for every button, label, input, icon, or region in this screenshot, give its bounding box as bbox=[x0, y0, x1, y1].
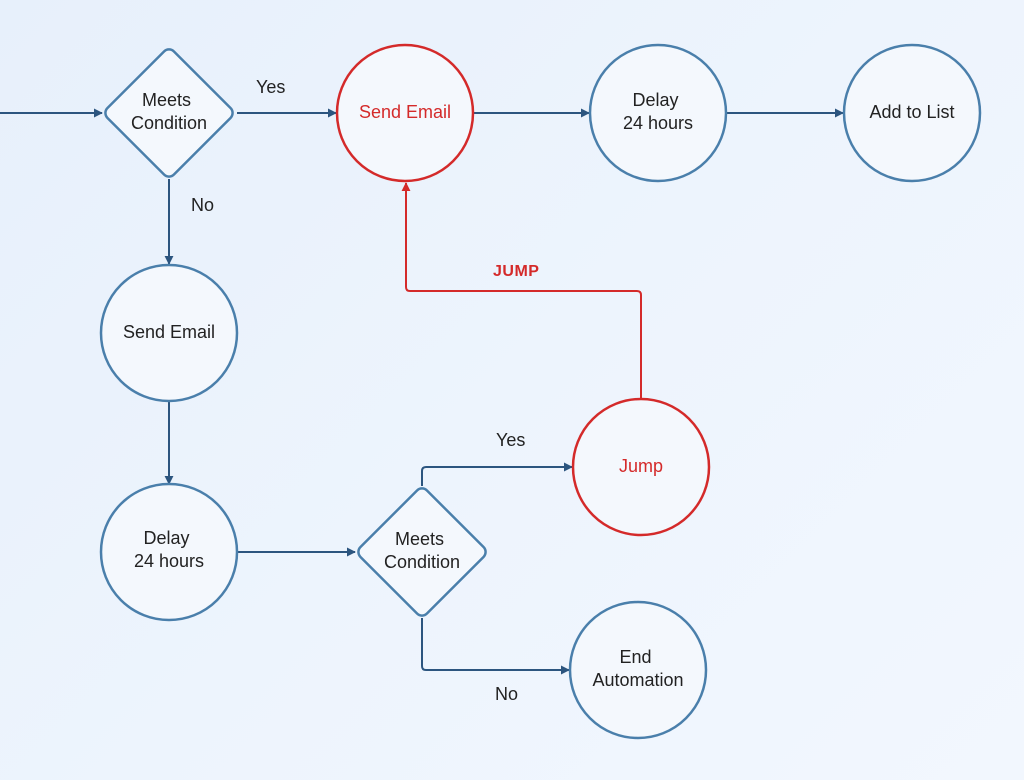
node-label: Delay 24 hours bbox=[134, 528, 204, 571]
node-label: Meets Condition bbox=[131, 90, 207, 133]
node-label-line: 24 hours bbox=[623, 113, 693, 133]
node-label-line: Delay bbox=[632, 90, 678, 110]
edge-label-yes-top: Yes bbox=[256, 77, 285, 97]
node-label: Meets Condition bbox=[384, 529, 460, 572]
edge-label-no-bottom: No bbox=[495, 684, 518, 704]
node-label-line: Automation bbox=[592, 670, 683, 690]
node-label-line: Meets bbox=[395, 529, 444, 549]
node-delay-top[interactable]: Delay 24 hours bbox=[588, 43, 728, 183]
node-label: Send Email bbox=[123, 322, 215, 342]
edge-label-jump: JUMP bbox=[493, 263, 539, 280]
node-label: Add to List bbox=[869, 102, 954, 122]
edge-condition-no-to-end[interactable] bbox=[421, 618, 570, 675]
edges bbox=[0, 108, 844, 675]
node-label-line: Send Email bbox=[123, 322, 215, 342]
node-label-line: Add to List bbox=[869, 102, 954, 122]
node-meets-condition-top[interactable]: Meets Condition bbox=[103, 47, 236, 180]
node-label-line: Jump bbox=[619, 456, 663, 476]
edge-jump-to-send-email[interactable] bbox=[401, 182, 642, 399]
node-label: Delay 24 hours bbox=[623, 90, 693, 133]
node-label: Send Email bbox=[359, 102, 451, 122]
node-label-line: Meets bbox=[142, 90, 191, 110]
node-add-to-list[interactable]: Add to List bbox=[842, 43, 982, 183]
node-meets-condition-bottom[interactable]: Meets Condition bbox=[356, 486, 489, 619]
node-label-line: End bbox=[619, 647, 651, 667]
node-send-email-left[interactable]: Send Email bbox=[99, 263, 239, 403]
edge-label-yes-bottom: Yes bbox=[496, 430, 525, 450]
node-delay-bottom[interactable]: Delay 24 hours bbox=[99, 482, 239, 622]
node-label-line: Condition bbox=[384, 552, 460, 572]
edge-labels: Yes No JUMP Yes No bbox=[191, 77, 539, 704]
node-label-line: 24 hours bbox=[134, 551, 204, 571]
node-label-line: Delay bbox=[143, 528, 189, 548]
edge-label-no-top: No bbox=[191, 195, 214, 215]
node-label: End Automation bbox=[592, 647, 683, 690]
node-send-email-highlighted[interactable]: Send Email bbox=[335, 43, 475, 183]
node-label: Jump bbox=[619, 456, 663, 476]
node-label-line: Condition bbox=[131, 113, 207, 133]
node-label-line: Send Email bbox=[359, 102, 451, 122]
node-jump[interactable]: Jump bbox=[571, 397, 711, 537]
node-end-automation[interactable]: End Automation bbox=[568, 600, 708, 740]
edge-condition-yes-to-jump[interactable] bbox=[421, 462, 573, 486]
nodes: Meets Condition Send Email Delay 24 hour… bbox=[99, 43, 982, 740]
